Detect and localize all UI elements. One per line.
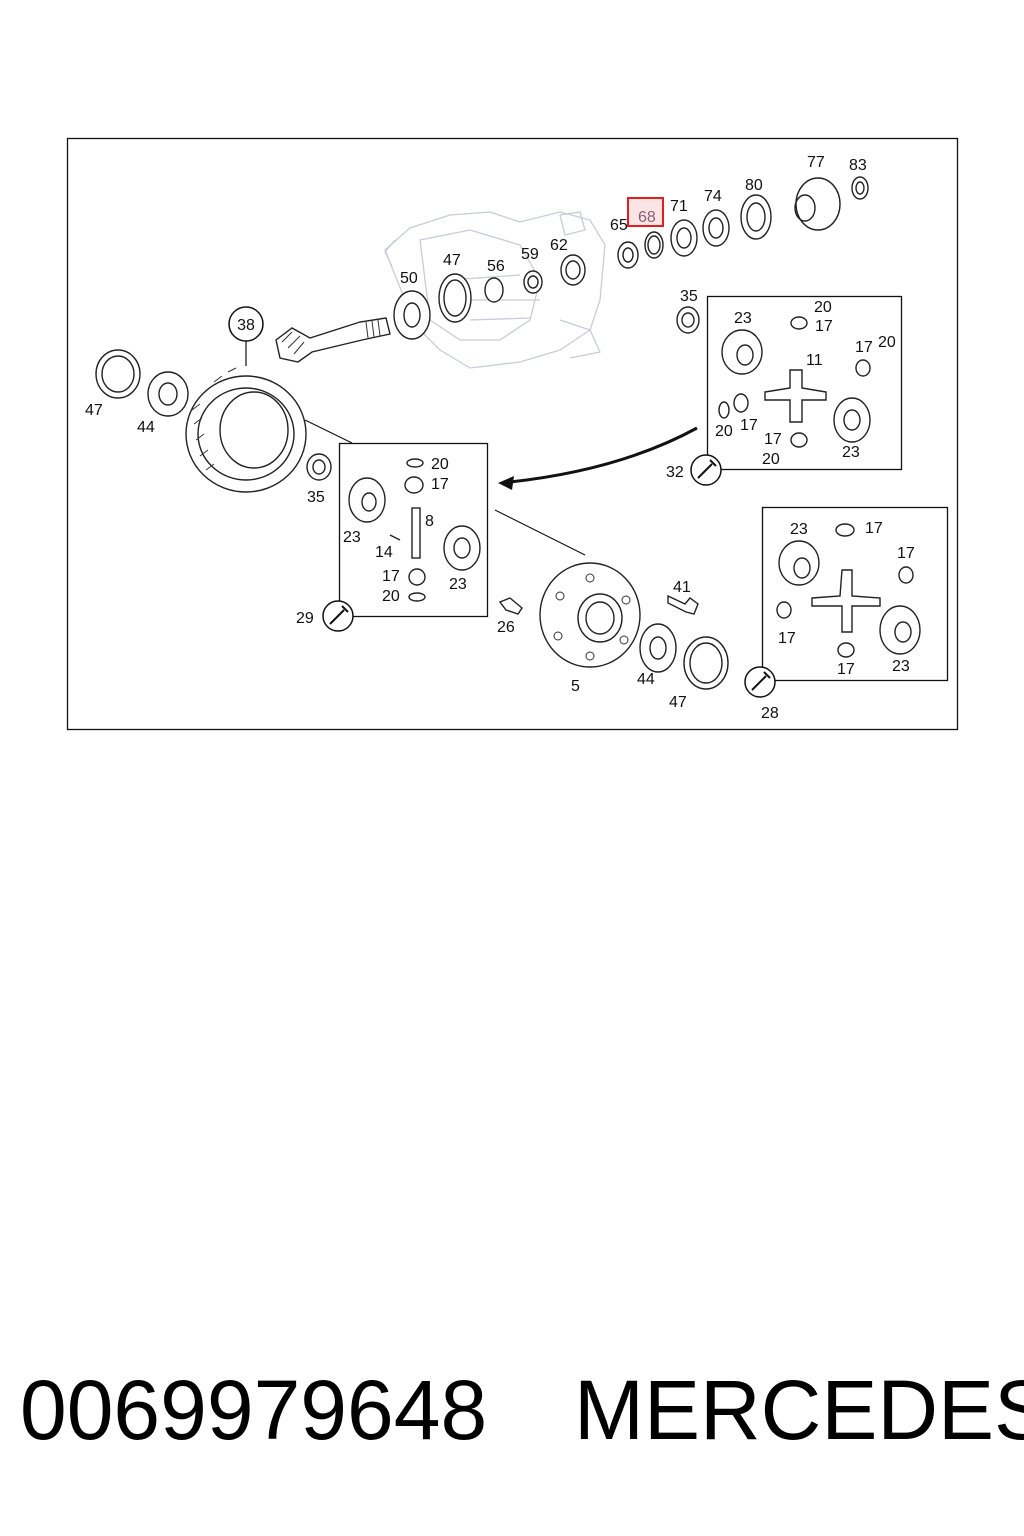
- bolt-26: [498, 597, 523, 615]
- callout-71: 71: [670, 198, 688, 215]
- top-row-parts: [393, 176, 869, 340]
- callout-29: 29: [296, 610, 314, 627]
- inset1-11: 11: [806, 352, 823, 369]
- callout-28: 28: [761, 705, 779, 722]
- callout-47-top: 47: [443, 252, 461, 269]
- part-number: 0069979648: [20, 1363, 488, 1457]
- callout-50: 50: [400, 270, 418, 287]
- bearing-44-left: [147, 371, 189, 417]
- highlight-box-68: [627, 197, 664, 227]
- brand-name: MERCEDES: [574, 1363, 1024, 1457]
- inset3-17-right: 17: [897, 545, 915, 562]
- seal-47-bottom: [683, 636, 729, 690]
- seal-47-left: [95, 349, 141, 399]
- callout-44-left: 44: [137, 419, 155, 436]
- callout-35-upper: 35: [680, 288, 698, 305]
- arrow-connector: [509, 426, 698, 484]
- inset1-23-bottom: 23: [842, 444, 860, 461]
- inset2-23-right: 23: [449, 576, 467, 593]
- inset1-20-top: 20: [814, 299, 832, 316]
- inset2-17-bottom: 17: [382, 568, 400, 585]
- callout-74: 74: [704, 188, 722, 205]
- inset-box-3: [761, 506, 949, 682]
- inset-2-parts: [348, 458, 481, 602]
- inset2-17-top: 17: [431, 476, 449, 493]
- inset3-23-bottom: 23: [892, 658, 910, 675]
- inset-1-parts: [718, 316, 871, 448]
- inset-box-2: [338, 442, 489, 618]
- bolt-41: [667, 594, 699, 615]
- inset2-14: 14: [375, 544, 393, 561]
- inset1-17-left: 17: [740, 417, 758, 434]
- callout-65: 65: [610, 217, 628, 234]
- inset1-20-bottom: 20: [762, 451, 780, 468]
- inset3-17-bottom: 17: [837, 661, 855, 678]
- inset-3-parts: [776, 523, 921, 658]
- inset3-23-top: 23: [790, 521, 808, 538]
- callout-35-lower: 35: [307, 489, 325, 506]
- ring-35-left: [306, 453, 332, 481]
- inset1-20-left: 20: [715, 423, 733, 440]
- callout-26: 26: [497, 619, 515, 636]
- callout-38: 38: [237, 317, 255, 334]
- callout-68: 68: [638, 209, 656, 226]
- pinion-shaft: [275, 317, 391, 363]
- callout-47-bottom: 47: [669, 694, 687, 711]
- callout-83: 83: [849, 157, 867, 174]
- inset2-23-left: 23: [343, 529, 361, 546]
- callout-56: 56: [487, 258, 505, 275]
- inset1-20-right: 20: [878, 334, 896, 351]
- inset1-17-bottom: 17: [764, 431, 782, 448]
- callout-44-bottom: 44: [637, 671, 655, 688]
- inset1-23-top: 23: [734, 310, 752, 327]
- callout-80: 80: [745, 177, 763, 194]
- callout-47-left: 47: [85, 402, 103, 419]
- inset2-20-bottom: 20: [382, 588, 400, 605]
- callout-62: 62: [550, 237, 568, 254]
- inset2-8: 8: [425, 513, 434, 530]
- callout-59: 59: [521, 246, 539, 263]
- callout-32: 32: [666, 464, 684, 481]
- callout-5: 5: [571, 678, 580, 695]
- callout-77: 77: [807, 154, 825, 171]
- inset3-17-top: 17: [865, 520, 883, 537]
- differential-case: [539, 562, 641, 668]
- inset1-17-right: 17: [855, 339, 873, 356]
- inset3-17-left: 17: [778, 630, 796, 647]
- inset-box-1: [706, 295, 903, 471]
- bearing-44-bottom: [639, 623, 677, 673]
- inset2-20-top: 20: [431, 456, 449, 473]
- housing-ghost-outline: [384, 211, 606, 369]
- callout-41: 41: [673, 579, 691, 596]
- exploded-parts-diagram: 38 50 47 56 59 62 65 68 71 74 80 77 83 4…: [66, 137, 959, 731]
- inset1-17-top: 17: [815, 318, 833, 335]
- ring-gear: [185, 367, 307, 493]
